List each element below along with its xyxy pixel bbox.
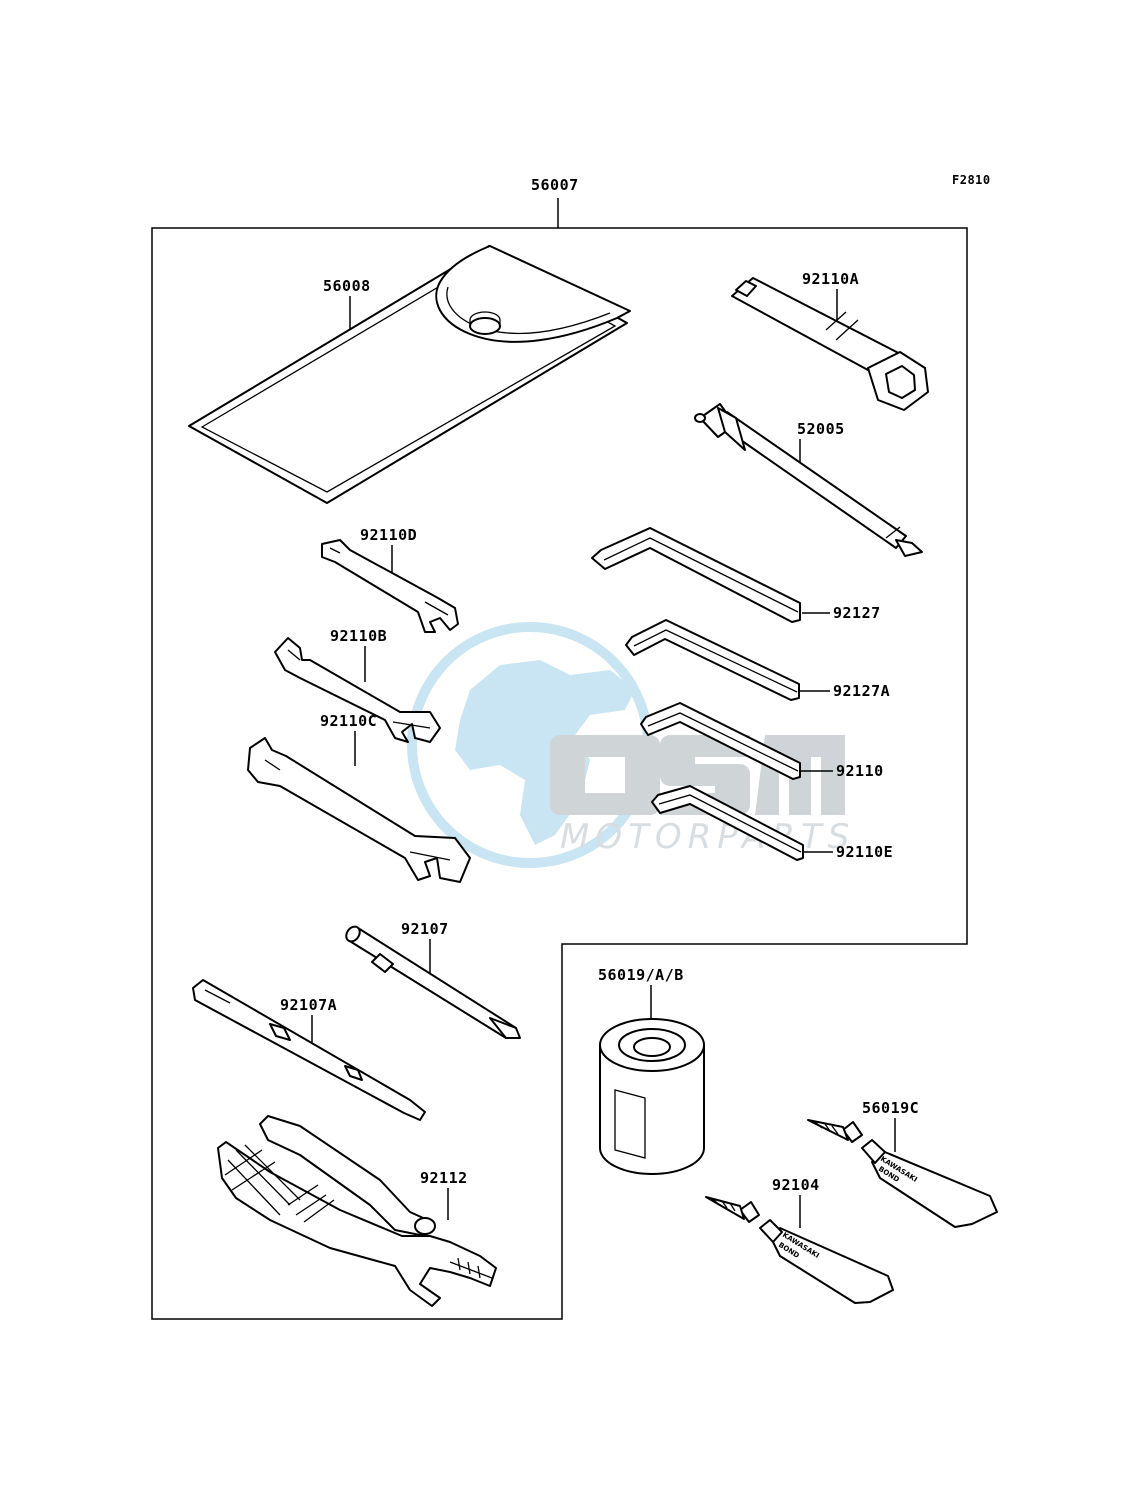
- wrench-92110B: [274, 637, 441, 743]
- label-92104: 92104: [772, 1176, 820, 1194]
- tool-bag: [188, 245, 631, 504]
- watermark-tagline: MOTORPARTS: [560, 817, 855, 857]
- label-92127: 92127: [833, 604, 881, 622]
- label-56008: 56008: [323, 277, 371, 295]
- label-92107A: 92107A: [280, 996, 337, 1014]
- label-92107: 92107: [401, 920, 449, 938]
- hex-key-92110: [640, 702, 801, 780]
- label-92110A: 92110A: [802, 270, 859, 288]
- label-92112: 92112: [420, 1169, 468, 1187]
- screwdriver-92107: [345, 925, 521, 1039]
- wrench-92110D: [321, 539, 459, 633]
- hex-key-92127: [591, 527, 801, 623]
- spark-plug-wrench: [731, 277, 929, 411]
- label-56007: 56007: [531, 176, 579, 194]
- label-92110B: 92110B: [330, 627, 387, 645]
- watermark-continents-icon: [455, 660, 635, 845]
- label-56019AB: 56019/A/B: [598, 966, 684, 984]
- leader-lines: [311, 289, 896, 1228]
- label-92110D: 92110D: [360, 526, 417, 544]
- figure-code: F2810: [952, 173, 991, 187]
- wrench-92110C: [247, 737, 471, 883]
- label-92110C: 92110C: [320, 712, 377, 730]
- label-52005: 52005: [797, 420, 845, 438]
- label-92110: 92110: [836, 762, 884, 780]
- watermark: MOTORPARTS: [407, 622, 855, 868]
- kit-frame: [151, 227, 968, 1320]
- repair-kit-cylinder: [599, 1018, 705, 1175]
- label-92127A: 92127A: [833, 682, 890, 700]
- pliers-92112: [217, 1115, 497, 1307]
- label-56019C: 56019C: [862, 1099, 919, 1117]
- bond-tube-56019C: KAWASAKI BOND: [807, 1119, 998, 1228]
- label-92110E: 92110E: [836, 843, 893, 861]
- hex-key-92127A: [625, 619, 800, 701]
- hex-key-92110E: [651, 785, 804, 861]
- screwdriver-92107A: [192, 979, 426, 1121]
- hook-wrench: [694, 403, 923, 557]
